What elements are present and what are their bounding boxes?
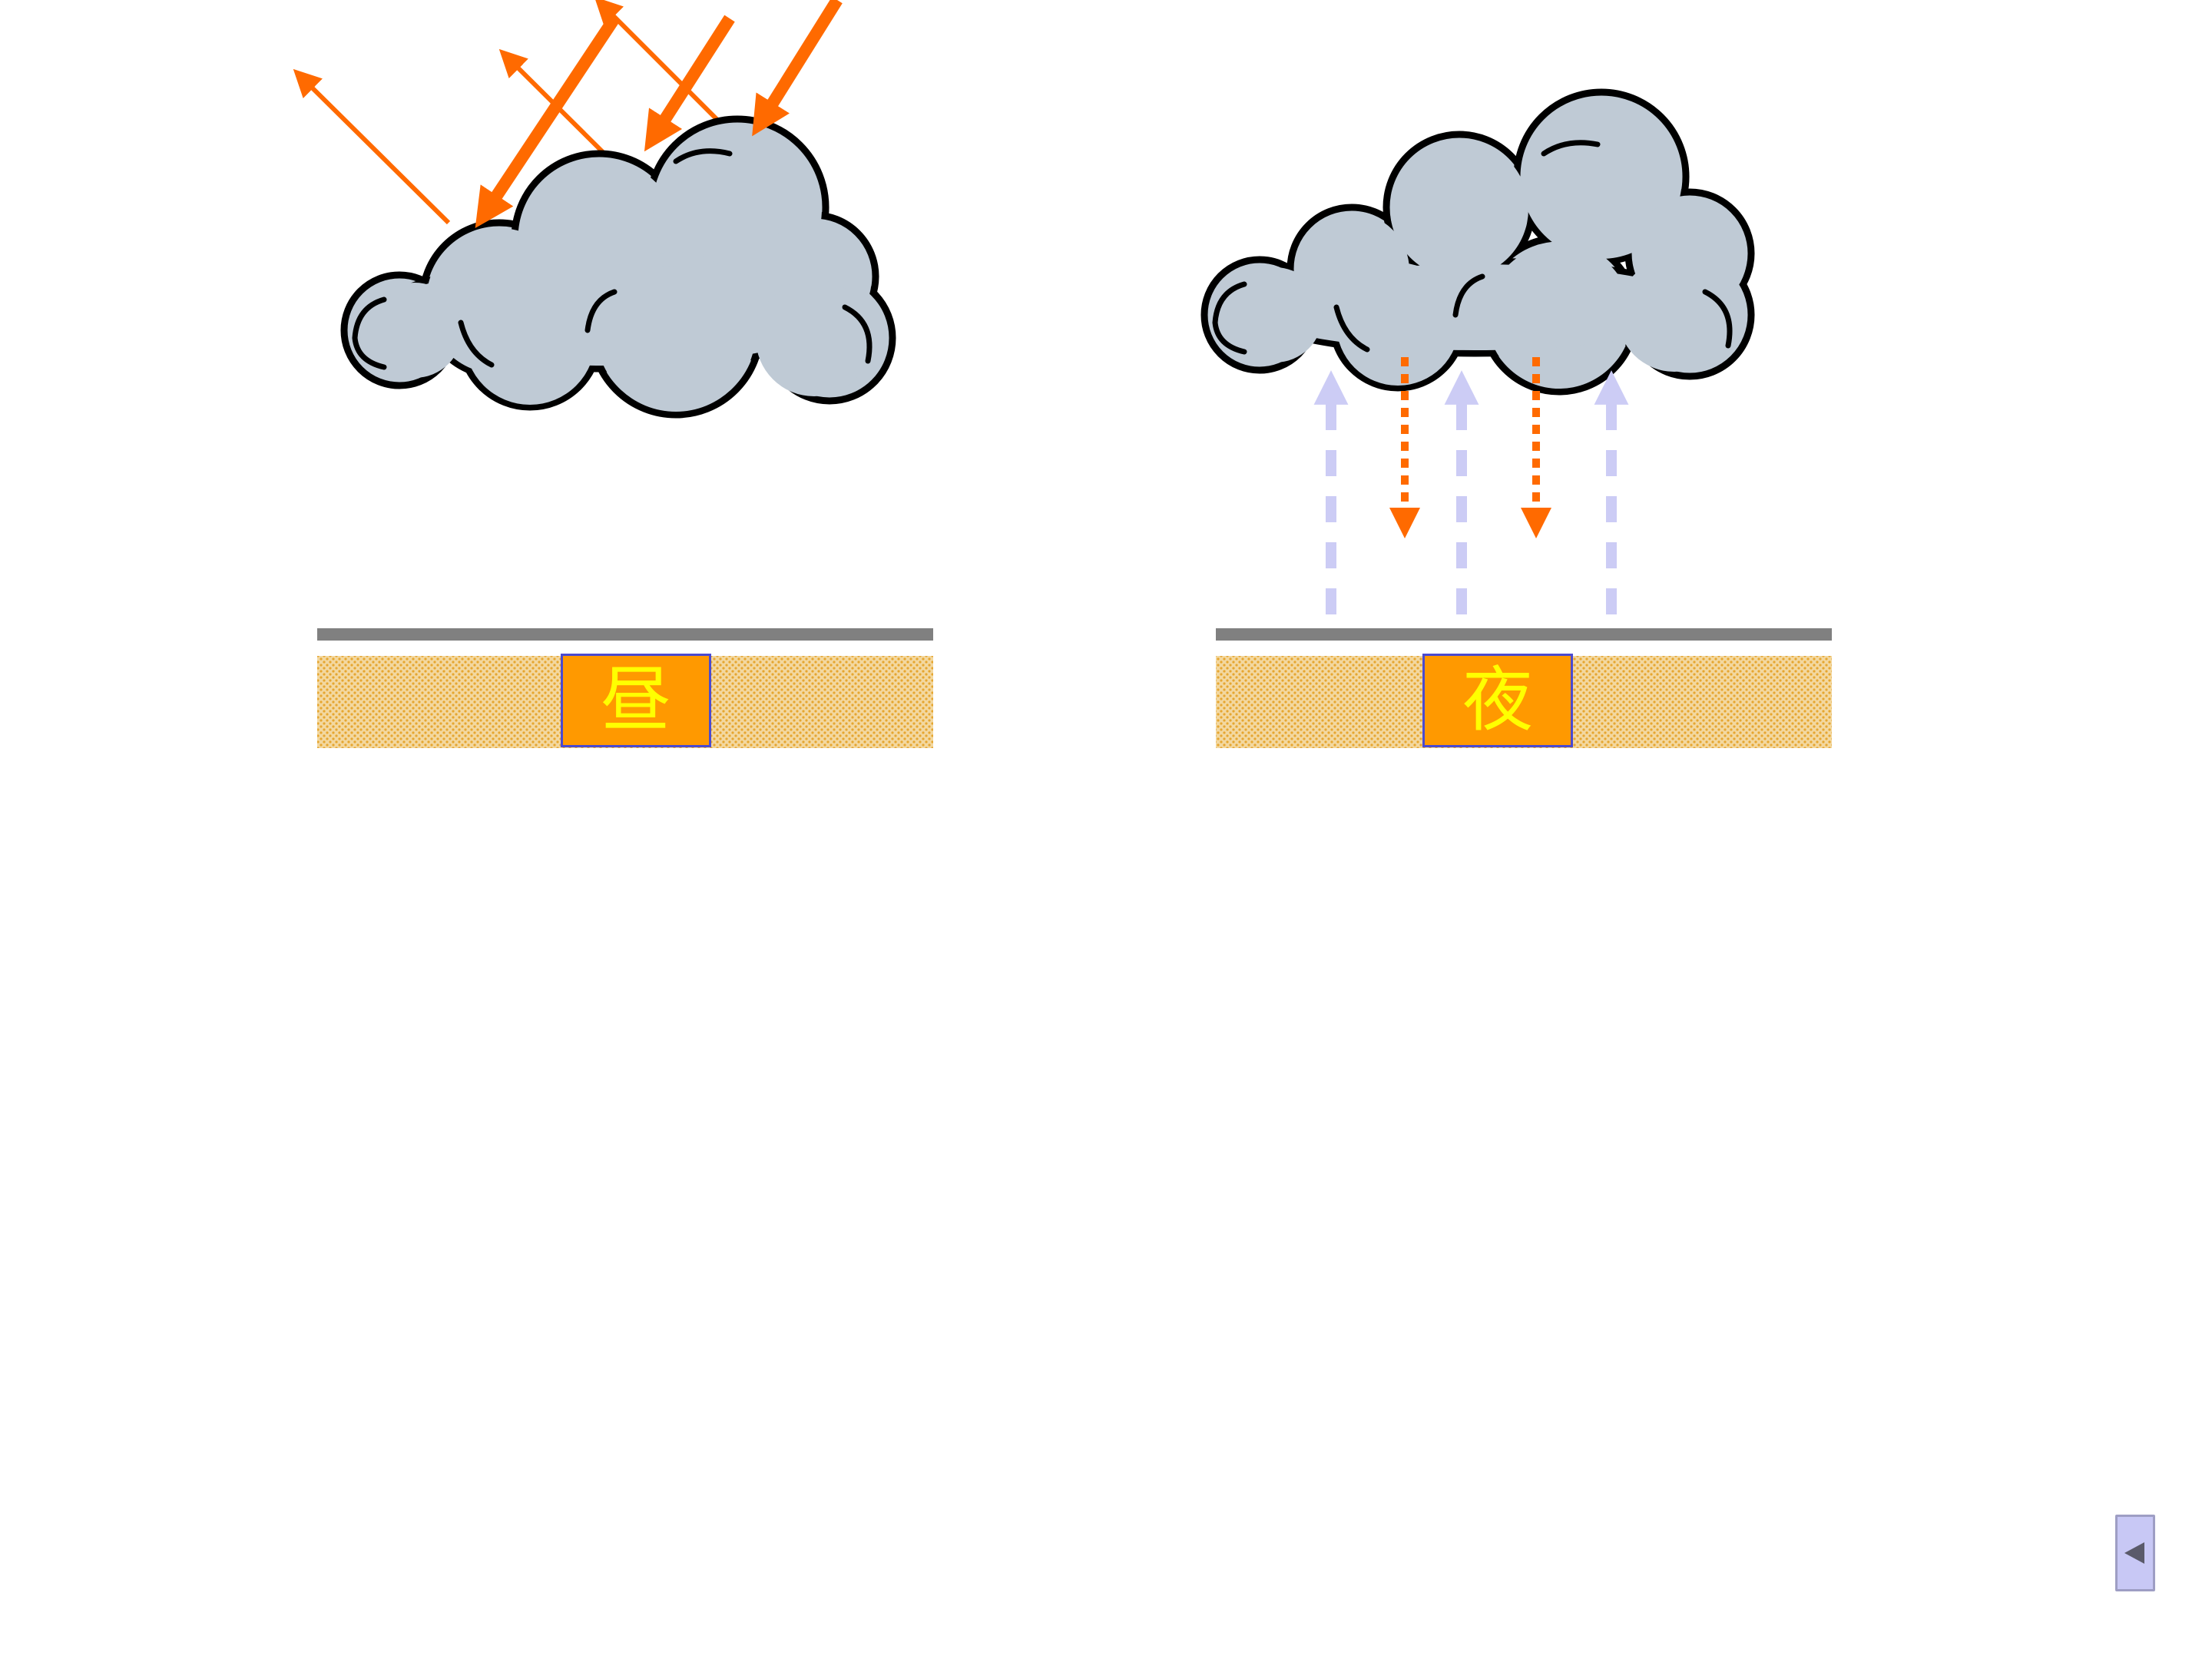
reflected-ray-2 <box>498 48 621 170</box>
day-cloud <box>340 115 896 419</box>
sun-ray-2 <box>644 15 735 152</box>
night-label-box: 夜 <box>1422 654 1573 747</box>
night-atmosphere-line <box>1216 628 1832 641</box>
day-atmosphere-line <box>317 628 933 641</box>
night-cloud <box>1200 88 1755 396</box>
triangle-left-icon <box>2124 1542 2144 1564</box>
night-label: 夜 <box>1462 659 1533 741</box>
day-panel <box>293 0 933 748</box>
day-label-box: 昼 <box>561 654 711 747</box>
reflected-ray-1 <box>293 68 451 225</box>
sun-ray-1 <box>475 15 620 229</box>
back-button[interactable] <box>2115 1515 2155 1591</box>
day-label: 昼 <box>600 659 671 741</box>
night-panel <box>1200 88 1832 748</box>
sun-ray-3 <box>752 0 843 137</box>
